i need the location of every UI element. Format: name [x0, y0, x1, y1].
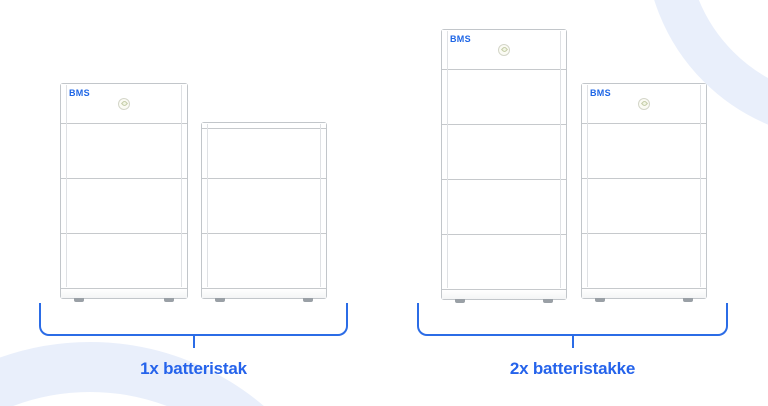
brand-badge-icon	[638, 97, 650, 110]
stack-base	[442, 289, 566, 299]
battery-module	[61, 178, 187, 233]
battery-module	[61, 233, 187, 288]
bms-unit: BMS	[61, 84, 187, 123]
battery-module	[61, 123, 187, 178]
battery-module	[582, 178, 706, 233]
leaf-icon	[640, 99, 648, 108]
side-panel-line	[66, 85, 67, 287]
stack-foot	[164, 298, 174, 302]
stack-foot	[215, 298, 225, 302]
battery-stack-bms-short-group2: BMS	[581, 83, 707, 302]
stack-base	[202, 288, 326, 298]
bms-label: BMS	[590, 88, 611, 98]
bms-label: BMS	[450, 34, 471, 44]
battery-module	[202, 178, 326, 233]
bracket-group2	[417, 303, 728, 348]
battery-module	[582, 123, 706, 178]
battery-module	[202, 128, 326, 178]
leaf-icon	[120, 99, 128, 108]
stack-lid	[202, 123, 326, 128]
side-panel-line	[700, 85, 701, 287]
stack-foot	[543, 299, 553, 303]
side-panel-line	[587, 85, 588, 287]
battery-stack-modules-group1	[201, 122, 327, 302]
group-label-single: 1x batteristak	[140, 359, 247, 378]
brand-badge-icon	[118, 97, 130, 110]
bracket-center-tick	[571, 334, 574, 348]
battery-module	[202, 233, 326, 288]
battery-stack-bms-tall-group2: BMS	[441, 29, 567, 303]
group-label-double: 2x batteristakke	[509, 359, 636, 378]
bms-unit: BMS	[442, 30, 566, 69]
stack-base	[582, 288, 706, 298]
side-panel-line	[447, 31, 448, 288]
side-panel-line	[207, 124, 208, 287]
side-panel-line	[560, 31, 561, 288]
bracket-group1	[39, 303, 348, 348]
battery-module	[582, 233, 706, 288]
side-panel-line	[181, 85, 182, 287]
side-panel-line	[320, 124, 321, 287]
battery-module	[442, 179, 566, 234]
stack-foot	[455, 299, 465, 303]
brand-badge-icon	[498, 43, 510, 56]
bracket-center-tick	[192, 334, 195, 348]
battery-module	[442, 69, 566, 124]
battery-stack-bms-group1: BMS	[60, 83, 188, 302]
leaf-icon	[500, 45, 508, 54]
stack-foot	[595, 298, 605, 302]
battery-module	[442, 234, 566, 289]
bms-unit: BMS	[582, 84, 706, 123]
bms-label: BMS	[69, 88, 90, 98]
stack-foot	[683, 298, 693, 302]
stack-foot	[74, 298, 84, 302]
stack-foot	[303, 298, 313, 302]
stack-base	[61, 288, 187, 298]
battery-module	[442, 124, 566, 179]
